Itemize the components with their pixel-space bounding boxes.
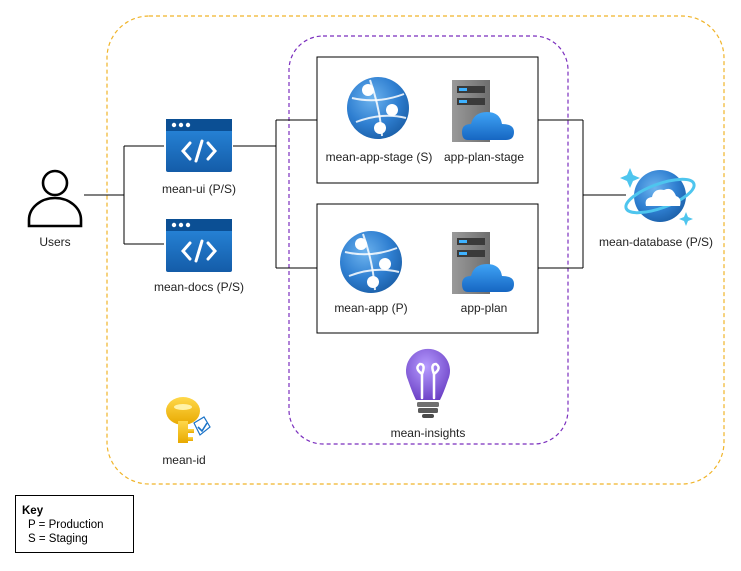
app-service-icon xyxy=(347,77,409,139)
app-plan-label: app-plan xyxy=(461,301,508,315)
key-title: Key xyxy=(22,505,44,517)
user-icon xyxy=(27,169,83,228)
mean-id-label: mean-id xyxy=(162,453,205,467)
mean-docs-label: mean-docs (P/S) xyxy=(154,280,244,294)
application-insights-icon xyxy=(406,348,450,418)
mean-insights-label: mean-insights xyxy=(391,426,466,440)
outer-resource-group xyxy=(106,15,725,485)
app-plan-stage-label: app-plan-stage xyxy=(444,150,524,164)
key-line-staging: S = Staging xyxy=(28,533,88,545)
mean-app-label: mean-app (P) xyxy=(334,301,407,315)
app-service-plan-icon xyxy=(452,232,514,294)
mean-app-stage-label: mean-app-stage (S) xyxy=(326,150,433,164)
cosmos-db-icon xyxy=(620,168,696,226)
static-web-app-icon xyxy=(166,219,232,272)
inner-app-group xyxy=(288,35,569,445)
key-line-production: P = Production xyxy=(28,519,104,531)
mean-ui-label: mean-ui (P/S) xyxy=(162,182,236,196)
static-web-app-icon xyxy=(166,119,232,172)
managed-identity-icon xyxy=(166,397,211,443)
connector-lines xyxy=(84,119,626,269)
key-legend: Key P = Production S = Staging xyxy=(15,495,134,553)
app-service-icon xyxy=(340,231,402,293)
mean-database-label: mean-database (P/S) xyxy=(599,235,713,249)
users-label: Users xyxy=(39,235,70,249)
app-service-plan-icon xyxy=(452,80,514,142)
